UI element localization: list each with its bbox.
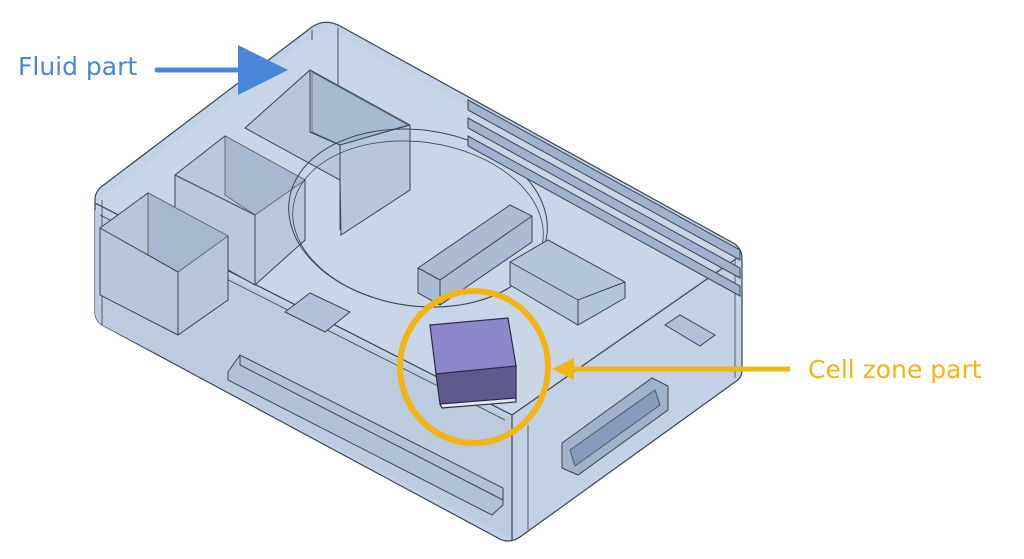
- cell-zone-arrow: [552, 358, 790, 380]
- header-pins: [467, 99, 741, 297]
- front-left-box: [99, 192, 229, 336]
- tall-box-back: [244, 69, 411, 236]
- ring: [288, 128, 548, 308]
- cell-zone-cube: [429, 317, 517, 409]
- slot-component: [417, 204, 533, 306]
- front-long-slot: [227, 354, 504, 516]
- side-slot: [561, 377, 669, 476]
- cell-zone-highlight-circle: [397, 288, 551, 446]
- cell-zone-part-label: Cell zone part: [808, 355, 982, 384]
- small-chip: [284, 292, 351, 333]
- usb-port: [509, 239, 626, 326]
- fluid-part-label: Fluid part: [18, 52, 138, 81]
- small-right-component: [664, 314, 716, 347]
